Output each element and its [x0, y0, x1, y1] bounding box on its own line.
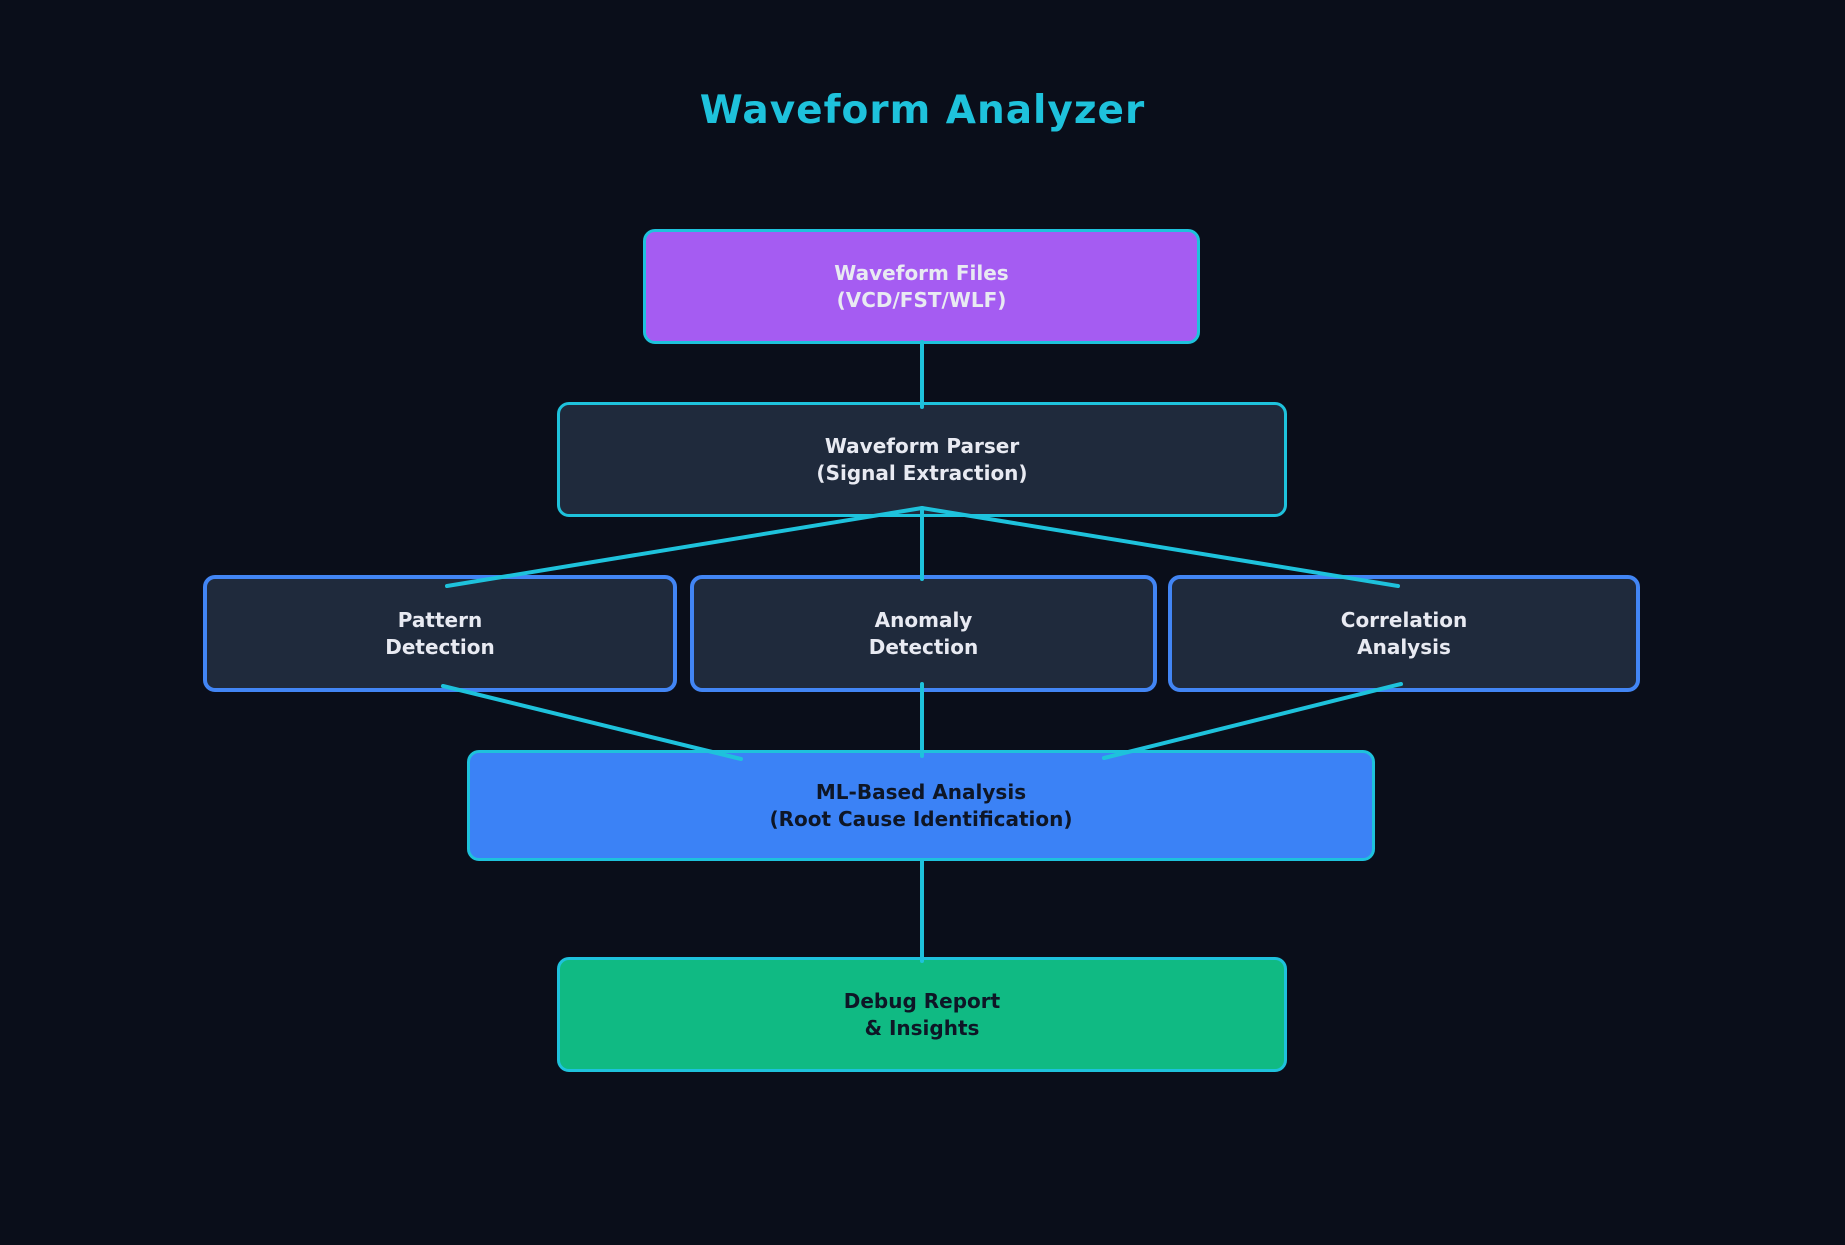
node-pattern-detection-label-line1: Pattern — [397, 607, 483, 632]
node-pattern-detection: Pattern Detection — [203, 575, 677, 692]
node-correlation-analysis: Correlation Analysis — [1168, 575, 1640, 692]
node-ml-analysis: ML-Based Analysis (Root Cause Identifica… — [467, 750, 1375, 861]
node-waveform-files: Waveform Files (VCD/FST/WLF) — [643, 229, 1200, 344]
node-pattern-detection-label-line2: Detection — [385, 634, 495, 659]
node-anomaly-detection: Anomaly Detection — [690, 575, 1157, 692]
node-waveform-parser-label-line2: (Signal Extraction) — [816, 460, 1028, 485]
node-waveform-parser: Waveform Parser (Signal Extraction) — [557, 402, 1287, 517]
node-debug-report-label-line2: & Insights — [864, 1015, 980, 1040]
diagram-title: Waveform Analyzer — [699, 88, 1146, 133]
node-anomaly-detection-label-line1: Anomaly — [874, 607, 973, 632]
node-correlation-analysis-label-line1: Correlation — [1340, 607, 1468, 632]
node-ml-analysis-label-line2: (Root Cause Identification) — [769, 806, 1073, 831]
node-waveform-files-label-line1: Waveform Files — [834, 260, 1009, 285]
node-waveform-parser-label-line1: Waveform Parser — [824, 433, 1020, 458]
node-ml-analysis-label-line1: ML-Based Analysis — [815, 779, 1027, 804]
edge-correlation-to-ml — [1102, 682, 1403, 760]
node-correlation-analysis-label-line2: Analysis — [1357, 634, 1451, 659]
node-anomaly-detection-label-line2: Detection — [868, 634, 979, 659]
node-debug-report-label-line1: Debug Report — [843, 988, 1001, 1013]
node-waveform-files-label-line2: (VCD/FST/WLF) — [836, 287, 1007, 312]
node-debug-report: Debug Report & Insights — [557, 957, 1287, 1072]
edge-pattern-to-ml — [441, 684, 743, 761]
